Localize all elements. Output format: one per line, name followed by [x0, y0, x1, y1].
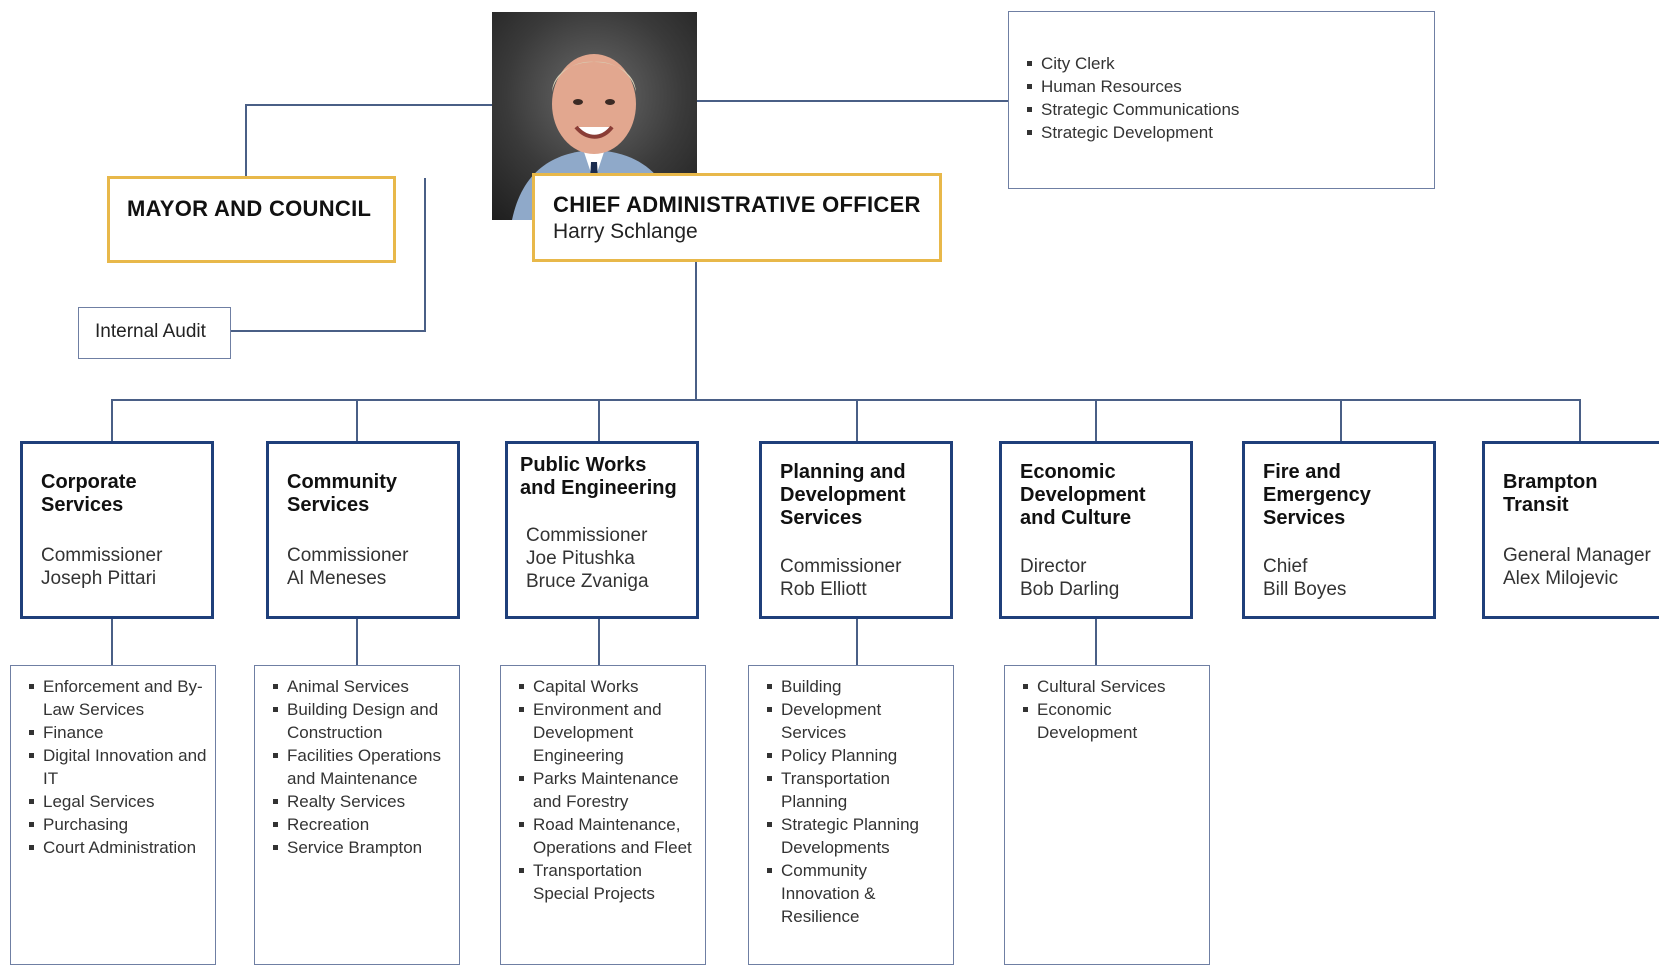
list-item: Realty Services	[271, 790, 451, 813]
connector-units-2	[356, 617, 358, 665]
internal-audit-box: Internal Audit	[78, 307, 231, 359]
department-planning-development: Planning and Development Services Commis…	[759, 441, 953, 619]
list-item: Recreation	[271, 813, 451, 836]
department-head: Commissioner Joe Pitushka Bruce Zvaniga	[526, 525, 649, 592]
internal-audit-label: Internal Audit	[95, 321, 206, 342]
mayor-and-council-title: MAYOR AND COUNCIL	[127, 196, 372, 221]
connector-dept-bus	[111, 399, 1581, 401]
list-item: Legal Services	[27, 790, 207, 813]
connector-dept-7	[1579, 399, 1581, 441]
list-item: Strategic Development	[1025, 121, 1239, 144]
list-item: Transportation Planning	[765, 767, 945, 813]
connector-dept-6	[1340, 399, 1342, 441]
list-item: Environment and Development Engineering	[517, 698, 697, 767]
list-item: Economic Development	[1021, 698, 1201, 744]
department-name: Economic Development and Culture	[1020, 461, 1146, 529]
list-item: Building	[765, 675, 945, 698]
list-item: Community Innovation & Resilience	[765, 859, 945, 928]
units-economic-development-culture: Cultural Services Economic Development	[1004, 665, 1210, 965]
connector-dept-5	[1095, 399, 1097, 441]
units-list: Enforcement and By-Law Services Finance …	[27, 675, 207, 859]
cao-box: CHIEF ADMINISTRATIVE OFFICER Harry Schla…	[532, 173, 942, 262]
list-item: Purchasing	[27, 813, 207, 836]
cao-name: Harry Schlange	[553, 220, 698, 243]
mayor-and-council-box: MAYOR AND COUNCIL	[107, 176, 396, 263]
department-name: Fire and Emergency Services	[1263, 461, 1371, 529]
department-brampton-transit: Brampton Transit General Manager Alex Mi…	[1482, 441, 1659, 619]
units-corporate-services: Enforcement and By-Law Services Finance …	[10, 665, 216, 965]
list-item: Strategic Communications	[1025, 98, 1239, 121]
department-name: Brampton Transit	[1503, 471, 1598, 516]
connector-dept-1	[111, 399, 113, 441]
list-item: City Clerk	[1025, 52, 1239, 75]
department-name: Corporate Services	[41, 471, 137, 516]
list-item: Transportation Special Projects	[517, 859, 697, 905]
list-item: Facilities Operations and Maintenance	[271, 744, 451, 790]
department-head: Director Bob Darling	[1020, 556, 1120, 600]
department-economic-development-culture: Economic Development and Culture Directo…	[999, 441, 1193, 619]
department-head: General Manager Alex Milojevic	[1503, 545, 1651, 589]
list-item: Strategic Planning Developments	[765, 813, 945, 859]
list-item: Finance	[27, 721, 207, 744]
department-fire-emergency-services: Fire and Emergency Services Chief Bill B…	[1242, 441, 1436, 619]
connector-dept-3	[598, 399, 600, 441]
list-item: Court Administration	[27, 836, 207, 859]
list-item: Building Design and Construction	[271, 698, 451, 744]
list-item: Animal Services	[271, 675, 451, 698]
units-list: Building Development Services Policy Pla…	[765, 675, 945, 928]
department-name: Public Works and Engineering	[520, 454, 677, 499]
connector-cao-to-mayor-h	[245, 104, 492, 106]
cao-title: CHIEF ADMINISTRATIVE OFFICER	[553, 192, 921, 217]
department-name: Planning and Development Services	[780, 461, 906, 529]
units-list: Cultural Services Economic Development	[1021, 675, 1201, 744]
connector-units-1	[111, 617, 113, 665]
list-item: Policy Planning	[765, 744, 945, 767]
list-item: Parks Maintenance and Forestry	[517, 767, 697, 813]
department-head: Commissioner Al Meneses	[287, 545, 409, 589]
connector-units-3	[598, 617, 600, 665]
department-public-works-engineering: Public Works and Engineering Commissione…	[505, 441, 699, 619]
connector-mayor-v	[245, 104, 247, 176]
connector-cao-down	[695, 262, 697, 400]
list-item: Human Resources	[1025, 75, 1239, 98]
department-head: Commissioner Joseph Pittari	[41, 545, 163, 589]
department-head: Chief Bill Boyes	[1263, 556, 1347, 600]
connector-audit-h	[230, 330, 426, 332]
connector-audit-v	[424, 178, 426, 332]
connector-units-4	[856, 617, 858, 665]
list-item: Road Maintenance, Operations and Fleet	[517, 813, 697, 859]
connector-dept-4	[856, 399, 858, 441]
list-item: Cultural Services	[1021, 675, 1201, 698]
list-item: Development Services	[765, 698, 945, 744]
cao-direct-units-box: City Clerk Human Resources Strategic Com…	[1008, 11, 1435, 189]
units-list: Capital Works Environment and Developmen…	[517, 675, 697, 905]
connector-units-5	[1095, 617, 1097, 665]
department-head: Commissioner Rob Elliott	[780, 556, 902, 600]
units-planning-development: Building Development Services Policy Pla…	[748, 665, 954, 965]
list-item: Capital Works	[517, 675, 697, 698]
list-item: Enforcement and By-Law Services	[27, 675, 207, 721]
connector-cao-to-units-h	[697, 100, 1008, 102]
department-name: Community Services	[287, 471, 397, 516]
department-community-services: Community Services Commissioner Al Menes…	[266, 441, 460, 619]
units-list: Animal Services Building Design and Cons…	[271, 675, 451, 859]
list-item: Digital Innovation and IT	[27, 744, 207, 790]
units-community-services: Animal Services Building Design and Cons…	[254, 665, 460, 965]
department-corporate-services: Corporate Services Commissioner Joseph P…	[20, 441, 214, 619]
cao-direct-units-list: City Clerk Human Resources Strategic Com…	[1025, 52, 1239, 144]
list-item: Service Brampton	[271, 836, 451, 859]
connector-dept-2	[356, 399, 358, 441]
units-public-works-engineering: Capital Works Environment and Developmen…	[500, 665, 706, 965]
